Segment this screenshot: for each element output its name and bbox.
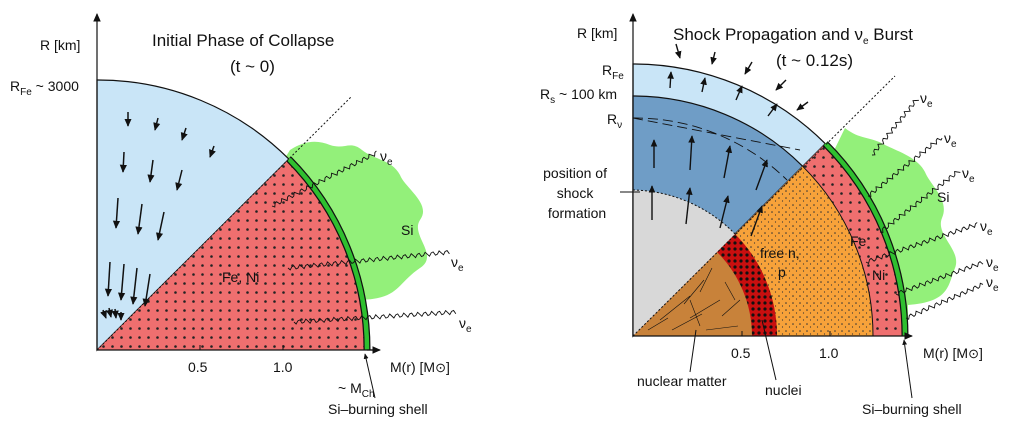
right-nu-label-5: νe [986, 254, 999, 274]
right-ni-label: Ni [872, 267, 885, 283]
left-subtitle: (t ~ 0) [230, 57, 275, 76]
right-nu-label-3: νe [962, 165, 975, 185]
left-y-axis-label: R [km] [40, 37, 80, 53]
left-iron-core-region [96, 79, 290, 352]
right-r-nu-arc [632, 117, 788, 181]
right-inner-core-region [633, 190, 735, 336]
right-nu-label-1: νe [920, 90, 933, 110]
right-r-s-label: Rs ~ 100 km [540, 86, 617, 106]
left-nu-label-3: νe [459, 315, 472, 335]
right-r-nu-dashed [632, 117, 801, 151]
left-shell-pointer [363, 353, 376, 399]
right-neutrino-waves [865, 99, 984, 320]
left-m-ch-label: ~ MCh [338, 380, 375, 400]
left-panel: Initial Phase of Collapse (t ~ 0) R [km]… [10, 13, 472, 417]
right-y-axis-label: R [km] [577, 25, 617, 41]
right-nuclei-pointer [761, 319, 777, 381]
right-r-fe-label: RFe [602, 62, 624, 82]
right-free-np-label: free n, [760, 245, 800, 261]
left-neutrino-waves [271, 150, 457, 325]
right-nu-label-6: νe [986, 274, 999, 294]
right-shell-label: Si–burning shell [862, 401, 962, 417]
right-nu-label-4: νe [980, 218, 993, 238]
right-si-label: Si [937, 189, 949, 205]
right-nuclear-matter-streaks [647, 267, 741, 331]
left-infall-arrows [100, 112, 216, 321]
left-tick-1-0: 1.0 [273, 359, 293, 375]
left-nu-label-2: νe [451, 254, 464, 274]
right-panel: Shock Propagation and νe Burst (t ~ 0.12… [540, 13, 999, 417]
right-x-axis-label: M(r) [M⊙] [923, 345, 983, 361]
right-nuclear-matter-label: nuclear matter [637, 373, 727, 389]
right-tick-1-0: 1.0 [819, 345, 839, 361]
left-tick-0-5: 0.5 [188, 359, 208, 375]
right-shock-formation-label: position of shock formation [543, 165, 611, 221]
right-shell-pointer [902, 339, 913, 399]
left-fe-ni-dots [97, 159, 368, 350]
right-nuclei-label: nuclei [765, 382, 802, 398]
right-diagonal-dotted [632, 75, 896, 337]
right-nuclear-matter-pointer [689, 329, 697, 373]
left-fe-ni-label: Fe, Ni [222, 269, 259, 285]
left-nu-label-1: νe [380, 148, 393, 168]
right-r-nu-label: Rν [607, 111, 622, 131]
left-r-fe-label: RFe ~ 3000 [10, 78, 79, 98]
right-nu-label-2: νe [944, 130, 957, 150]
left-title: Initial Phase of Collapse [152, 31, 334, 50]
right-subtitle: (t ~ 0.12s) [776, 51, 853, 70]
right-fe-label: Fe [850, 233, 867, 249]
right-title: Shock Propagation and νe Burst [673, 25, 913, 47]
left-shell-label: Si–burning shell [328, 401, 428, 417]
right-arrows [648, 43, 809, 237]
right-tick-0-5: 0.5 [731, 345, 751, 361]
left-si-label: Si [401, 222, 413, 238]
left-x-axis-label: M(r) [M⊙] [390, 359, 450, 375]
right-p-label: p [778, 264, 786, 280]
